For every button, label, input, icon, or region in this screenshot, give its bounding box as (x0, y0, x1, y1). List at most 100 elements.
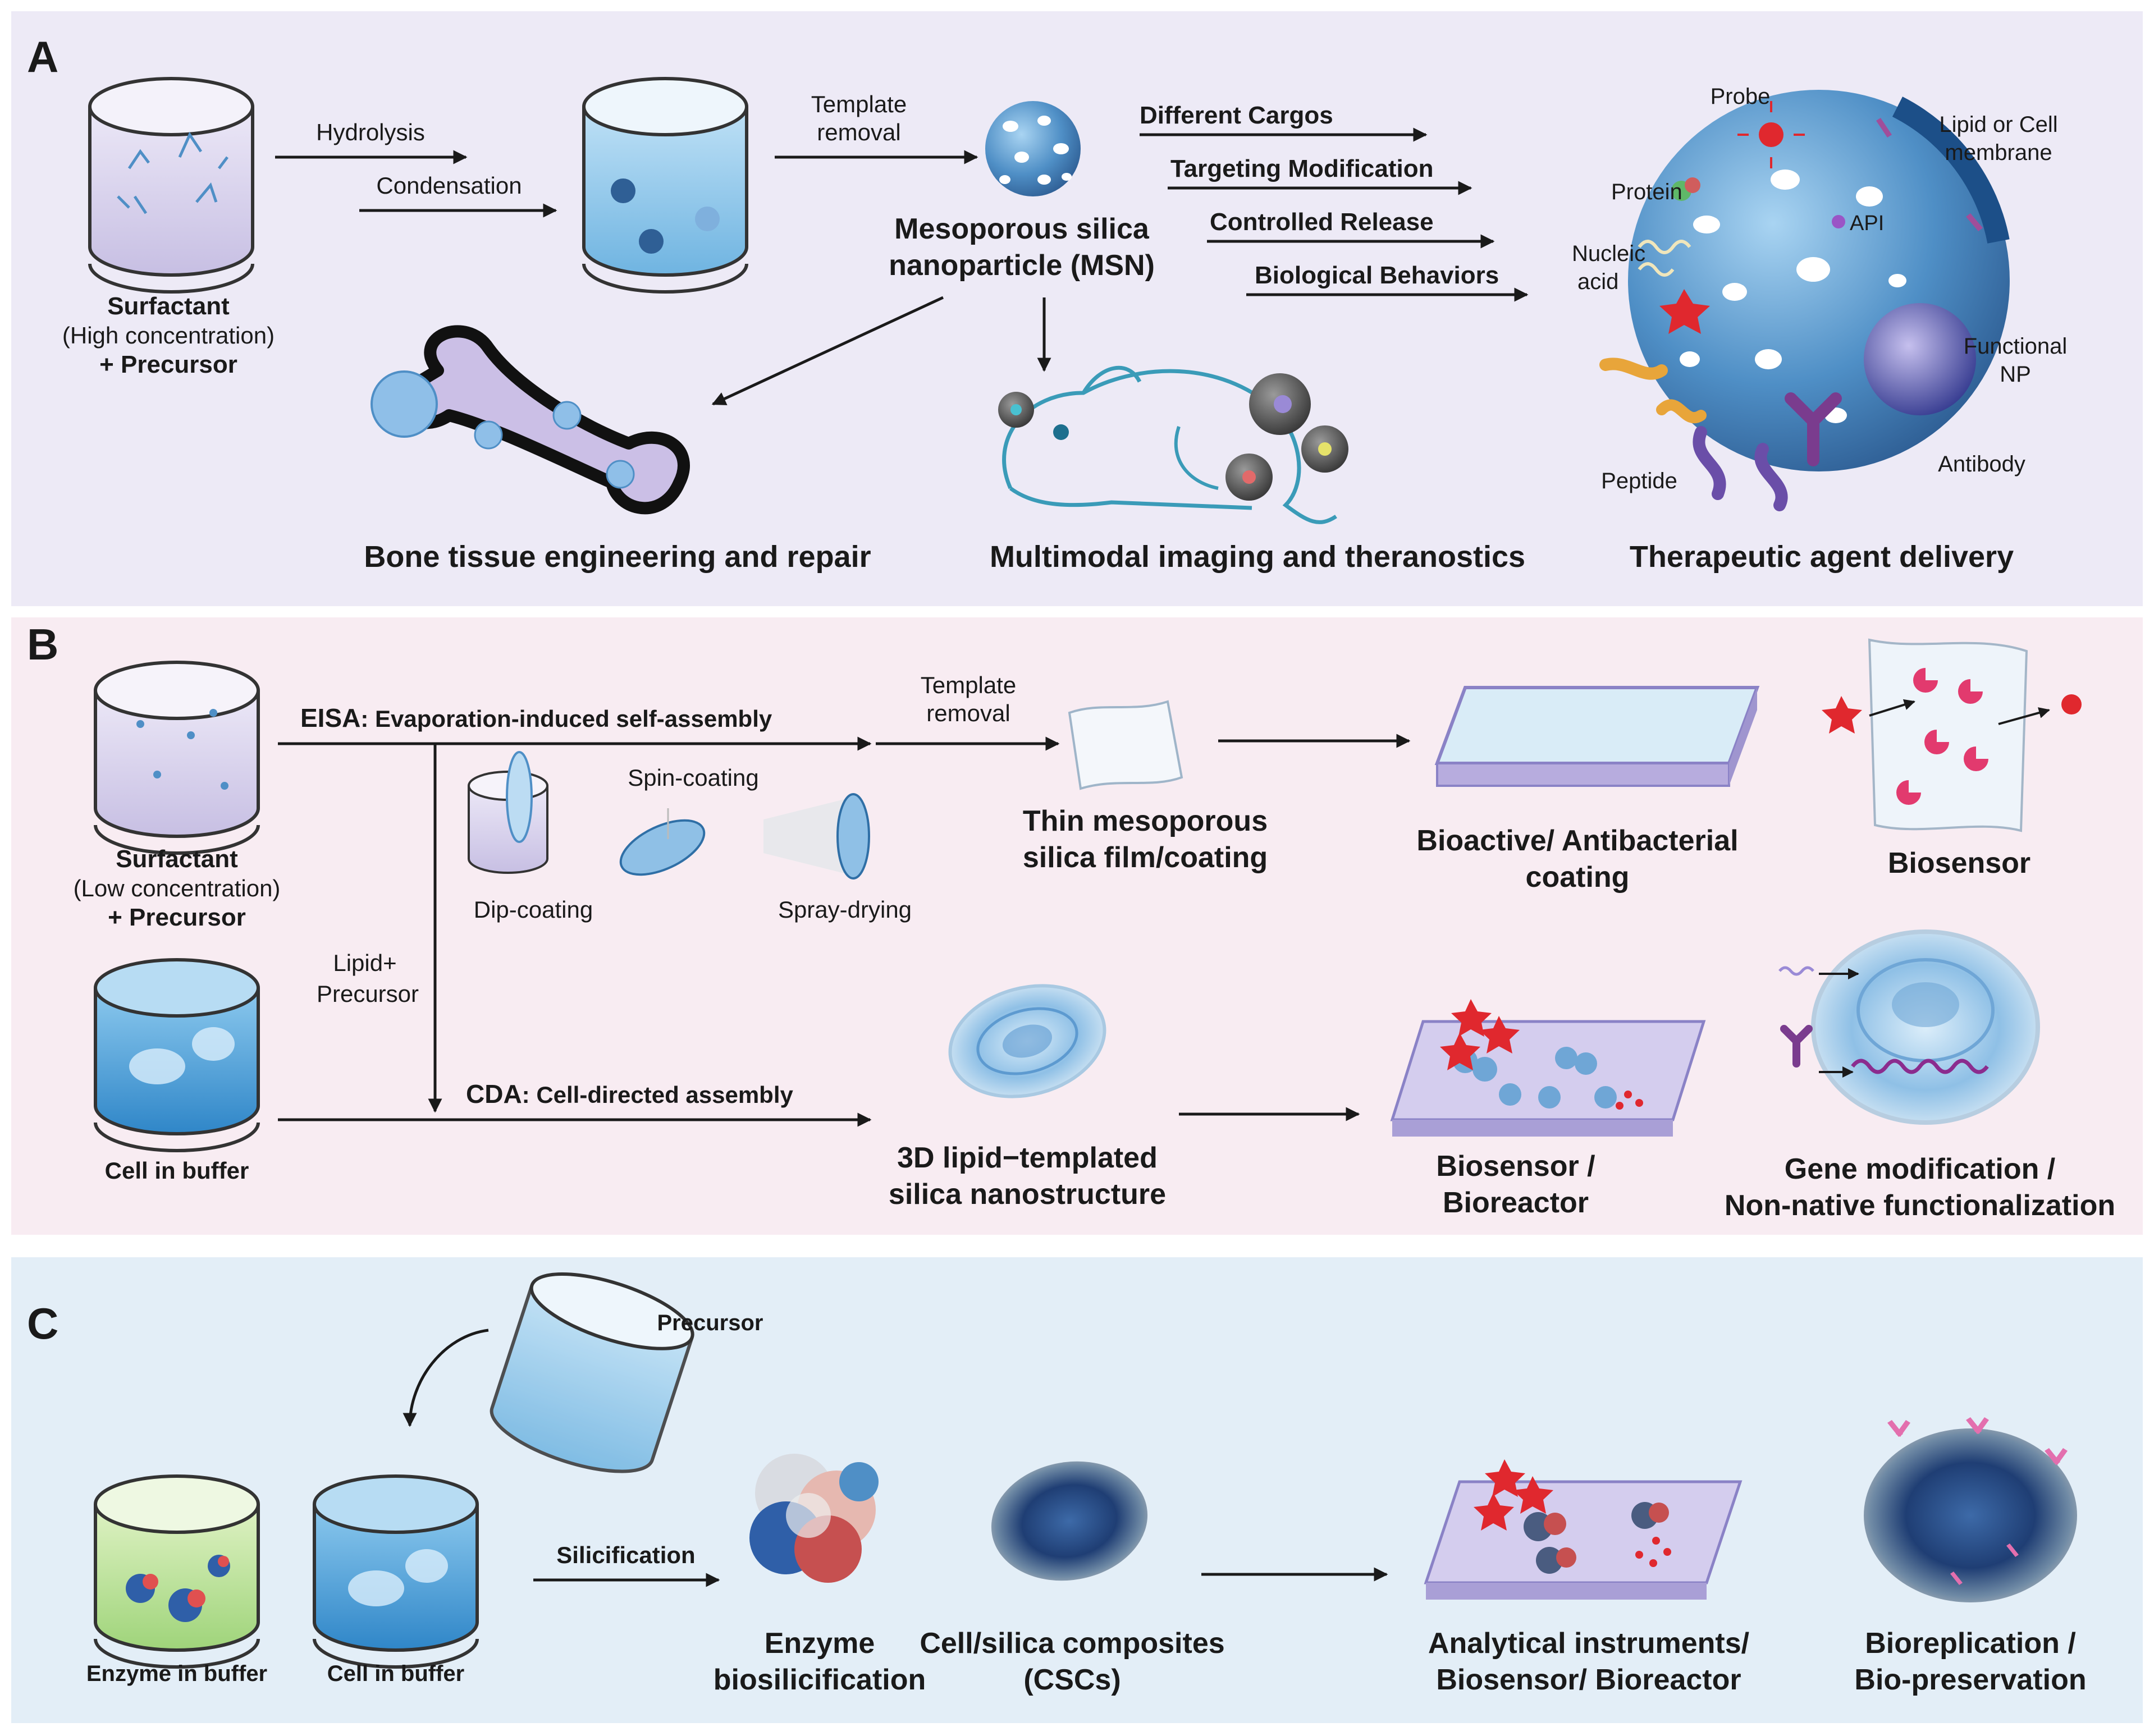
label-precursor-a: + Precursor (99, 351, 237, 378)
spray-drying-illustration (763, 793, 870, 880)
gene-modification-cell-illustration (1778, 929, 2040, 1125)
label-biological-behaviors: Biological Behaviors (1255, 262, 1499, 289)
label-precursor-b: + Precursor (108, 904, 246, 931)
label-enzyme-in-buffer: Enzyme in buffer (86, 1661, 267, 1686)
bioreplication-cell-illustration (1864, 1417, 2077, 1602)
label-template-a-2: removal (817, 119, 900, 145)
csc-cell-illustration (991, 1461, 1148, 1581)
biosensor-sheet-illustration (1822, 638, 2082, 832)
label-biorep-1: Bioreplication / (1865, 1627, 2076, 1660)
label-probe: Probe (1711, 84, 1771, 109)
label-high-concentration: (High concentration) (62, 322, 275, 349)
label-imaging-title: Multimodal imaging and theranostics (990, 540, 1525, 574)
label-lipid-membrane-1: Lipid or Cell (1939, 112, 2057, 137)
label-nucleic-acid-1: Nucleic (1572, 241, 1645, 266)
eisa-full: : Evaporation-induced self-assembly (360, 706, 772, 732)
thin-film-illustration (1068, 700, 1183, 790)
label-functional-np-1: Functional (1964, 334, 2068, 359)
label-surfactant-a: Surfactant (107, 292, 230, 320)
label-template-a-1: Template (811, 91, 907, 117)
label-precursor-c: Precursor (657, 1311, 763, 1335)
label-spin-coating: Spin-coating (628, 764, 758, 791)
label-lipid-membrane-2: membrane (1945, 140, 2052, 165)
label-msn-2: nanoparticle (MSN) (889, 249, 1155, 282)
label-bioreactor-2: Bioreactor (1443, 1187, 1589, 1219)
label-thin-film-2: silica film/coating (1023, 841, 1268, 874)
label-bioactive-1: Bioactive/ Antibacterial (1416, 825, 1738, 857)
label-functional-np-2: NP (2000, 362, 2031, 387)
label-hydrolysis: Hydrolysis (316, 119, 425, 145)
label-condensation: Condensation (376, 172, 522, 199)
label-nano-1: 3D lipid−templated (897, 1142, 1158, 1174)
beaker-surfactant-low (94, 661, 260, 855)
panel-c-letter: C (27, 1299, 58, 1348)
label-csc-1: Cell/silica composites (920, 1627, 1224, 1660)
label-analytical-2: Biosensor/ Bioreactor (1436, 1664, 1741, 1696)
label-cell-in-buffer-b: Cell in buffer (105, 1157, 249, 1184)
dip-coating-illustration (468, 751, 548, 874)
beaker-cell-buffer-c (313, 1474, 479, 1669)
label-surfactant-b: Surfactant (116, 845, 238, 873)
bioactive-coating-illustration (1434, 686, 1760, 787)
label-biosensor: Biosensor (1888, 847, 2030, 880)
beaker-enzyme-buffer (94, 1474, 260, 1669)
beaker-surfactant-high (88, 77, 254, 294)
label-analytical-1: Analytical instruments/ (1428, 1627, 1749, 1660)
label-thin-film-1: Thin mesoporous (1023, 805, 1268, 837)
label-enzyme-2: biosilicification (714, 1664, 926, 1696)
bioreactor-slab-illustration (1390, 999, 1706, 1137)
arrow-to-bone (711, 296, 944, 406)
label-api: API (1850, 212, 1884, 235)
panel-c: C Precursor Enzyme in buffer Cell in buf… (27, 1272, 2087, 1696)
label-cda: CDA: Cell-directed assembly (466, 1079, 793, 1109)
label-spray-drying: Spray-drying (778, 896, 912, 923)
label-dip-coating: Dip-coating (474, 896, 593, 923)
lipid-nanostructure-illustration (948, 984, 1106, 1098)
msn-particle (985, 101, 1081, 196)
label-controlled-release: Controlled Release (1210, 208, 1434, 236)
label-antibody: Antibody (1938, 452, 2025, 477)
label-bioreactor-1: Biosensor / (1436, 1150, 1595, 1183)
label-template-b-2: removal (926, 700, 1010, 726)
label-gene-2: Non-native functionalization (1725, 1189, 2115, 1222)
label-low-concentration: (Low concentration) (74, 875, 281, 901)
label-peptide: Peptide (1601, 469, 1677, 493)
enzyme-cluster-illustration (749, 1454, 879, 1583)
label-gene-1: Gene modification / (1785, 1153, 2056, 1185)
cda-abbr: CDA (466, 1079, 522, 1109)
panel-a-letter: A (27, 32, 58, 81)
label-eisa: EISA: Evaporation-induced self-assembly (300, 703, 772, 732)
label-lipid-1: Lipid+ (333, 950, 396, 976)
label-protein: Protein (1611, 180, 1682, 204)
label-enzyme-1: Enzyme (765, 1627, 875, 1660)
beaker-precursor-tilted (490, 1272, 694, 1473)
panel-b-letter: B (27, 620, 58, 669)
label-template-b-1: Template (921, 672, 1016, 698)
eisa-abbr: EISA (300, 703, 360, 732)
label-delivery-title: Therapeutic agent delivery (1630, 540, 2014, 574)
label-nucleic-acid-2: acid (1577, 269, 1618, 294)
cda-full: : Cell-directed assembly (522, 1082, 794, 1108)
label-cell-in-buffer-c: Cell in buffer (327, 1661, 464, 1686)
label-silicification: Silicification (556, 1542, 695, 1568)
label-bioactive-2: coating (1526, 861, 1630, 894)
label-nano-2: silica nanostructure (889, 1178, 1166, 1211)
spin-coating-illustration (619, 808, 706, 876)
label-different-cargos: Different Cargos (1140, 102, 1333, 129)
panel-a: A Surfactant (High concentration) + Prec… (27, 32, 2067, 574)
beaker-condensed (582, 77, 748, 294)
delivery-particle (1599, 90, 2010, 511)
label-msn-1: Mesoporous silica (894, 213, 1150, 245)
label-bone-title: Bone tissue engineering and repair (364, 540, 871, 574)
mouse-illustration (998, 365, 1348, 524)
bone-illustration (371, 325, 690, 515)
label-csc-2: (CSCs) (1023, 1664, 1121, 1696)
arrow-pour-precursor (403, 1329, 489, 1427)
label-targeting: Targeting Modification (1170, 155, 1434, 182)
beaker-cell-buffer-b (94, 958, 260, 1152)
analytical-slab-illustration (1424, 1459, 1743, 1600)
label-lipid-2: Precursor (317, 981, 419, 1007)
label-biorep-2: Bio-preservation (1854, 1664, 2086, 1696)
panel-b: B Surfactant (Low concentration) + Precu… (27, 620, 2115, 1222)
